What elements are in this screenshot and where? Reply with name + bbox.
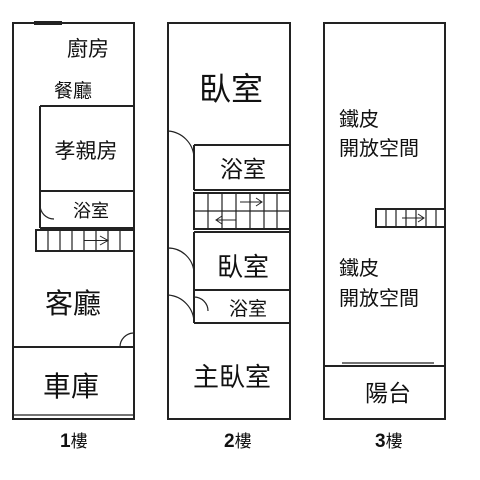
floor-3-sheet-metal-label-1: 鐵皮	[339, 107, 379, 131]
floor-1-kitchen-label: 廚房	[67, 37, 109, 61]
floor-2-label-suffix: 樓	[235, 432, 252, 452]
floor-2-bath-label: 浴室	[220, 157, 266, 183]
floor-3-stair-arrow-icon	[402, 213, 425, 223]
floor-labels: 1樓 2樓 3樓	[60, 431, 403, 452]
floor-2-master-door-swing	[167, 294, 195, 324]
floor-2-bath2-label: 浴室	[229, 298, 267, 320]
floor-3-label: 3樓	[375, 431, 403, 452]
floor-2-master-bedroom-label: 主臥室	[193, 363, 271, 393]
floor-2-label: 2樓	[224, 431, 252, 452]
floor-1-bath-door-swing	[39, 204, 55, 220]
floor-1-room-labels: 廚房 餐廳 孝親房 浴室 客廳 車庫	[43, 37, 118, 403]
floor-1-elder-room-label: 孝親房	[55, 139, 118, 163]
floor-3-balcony-label: 陽台	[365, 381, 411, 407]
floor-2-stair-arrow-up-icon	[240, 197, 263, 207]
floor-1-living-door-swing	[119, 332, 135, 348]
floor-1-plan	[12, 21, 135, 420]
floor-1-label: 1樓	[60, 431, 88, 452]
floor-1-label-num: 1	[60, 431, 71, 452]
floor-3-open-space-label-1: 開放空間	[339, 136, 419, 160]
floor-2-bedroom2-label: 臥室	[217, 253, 269, 283]
floor-1-label-suffix: 樓	[71, 432, 88, 452]
floor-1-outline	[12, 22, 135, 420]
floor-3-room-labels: 鐵皮 開放空間 鐵皮 開放空間 陽台	[339, 107, 419, 407]
floor-2-bedroom2-door-swing	[167, 247, 195, 275]
floor-1-bath-label: 浴室	[73, 201, 109, 222]
floor-3-plan	[323, 22, 446, 420]
floor-3-sheet-metal-label-2: 鐵皮	[339, 256, 379, 280]
floor-2-room-labels: 臥室 浴室 臥室 浴室 主臥室	[193, 70, 271, 393]
floor-2-hall-door-swing	[167, 130, 195, 158]
floor-3-label-num: 3	[375, 431, 386, 452]
floor-1-garage-label: 車庫	[43, 370, 99, 403]
floor-1-living-label: 客廳	[45, 287, 101, 320]
floor-2-stair-arrow-down-icon	[215, 215, 236, 225]
floor-2-bath2-door-swing	[193, 296, 209, 312]
floor-2-plan	[167, 22, 291, 420]
floor-1-stair-arrow-icon	[84, 235, 110, 246]
floor-3-open-space-label-2: 開放空間	[339, 286, 419, 310]
floor-2-bedroom-label: 臥室	[199, 70, 263, 108]
floor-2-label-num: 2	[224, 431, 235, 452]
floor-1-dining-label: 餐廳	[54, 80, 92, 102]
floor-3-label-suffix: 樓	[386, 432, 403, 452]
